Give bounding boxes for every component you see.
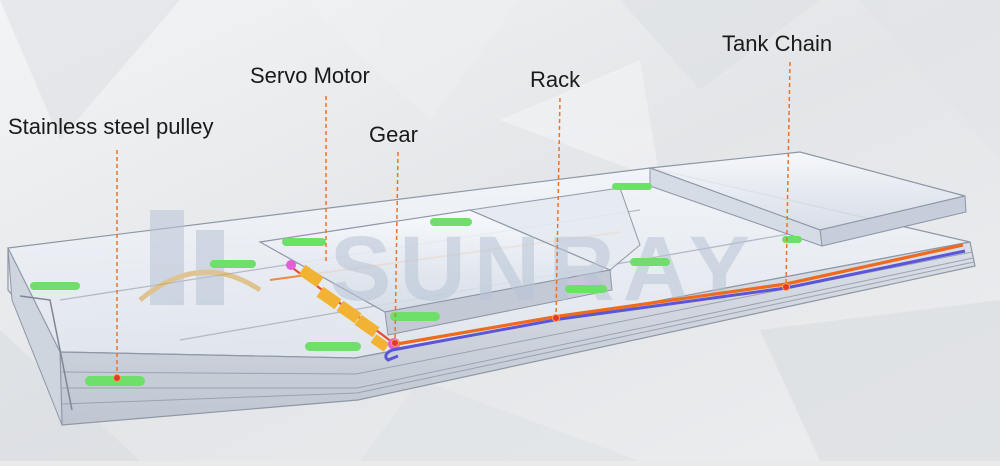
middle-carriage xyxy=(258,187,641,336)
rack-and-chain xyxy=(384,243,966,362)
gear-callout-line xyxy=(394,151,399,343)
top-carriage xyxy=(649,151,967,247)
label-tank-chain: Tank Chain xyxy=(722,31,833,56)
tank-chain-line xyxy=(391,249,966,352)
label-gear: Gear xyxy=(369,122,418,147)
pulley-block xyxy=(210,260,256,268)
pulley-block xyxy=(782,236,802,243)
callout-dots xyxy=(113,283,790,382)
label-servo-motor: Servo Motor xyxy=(250,63,370,88)
label-stainless-steel-pulley: Stainless steel pulley xyxy=(8,114,214,139)
pulley-block xyxy=(30,282,80,290)
pulley-block xyxy=(305,342,361,351)
rack-line xyxy=(396,243,964,346)
pulley-group xyxy=(30,183,802,386)
gear-callout-dot xyxy=(391,339,399,347)
chain-callout-dot xyxy=(782,283,790,291)
pulley-block xyxy=(565,285,607,293)
pulley-block xyxy=(612,183,652,190)
rack-callout-line xyxy=(555,97,561,319)
rack-callout-dot xyxy=(552,314,560,322)
callouts xyxy=(116,61,791,377)
pulley-block xyxy=(282,238,326,246)
pulley-callout-dot xyxy=(113,374,121,382)
pulley-block xyxy=(390,312,440,321)
pulley-block xyxy=(630,258,670,266)
label-rack: Rack xyxy=(530,67,581,92)
chain-callout-line xyxy=(785,61,791,287)
pulley-block xyxy=(430,218,472,226)
servo-motor xyxy=(286,260,393,352)
watermark-text: SUNRAY xyxy=(330,218,758,320)
